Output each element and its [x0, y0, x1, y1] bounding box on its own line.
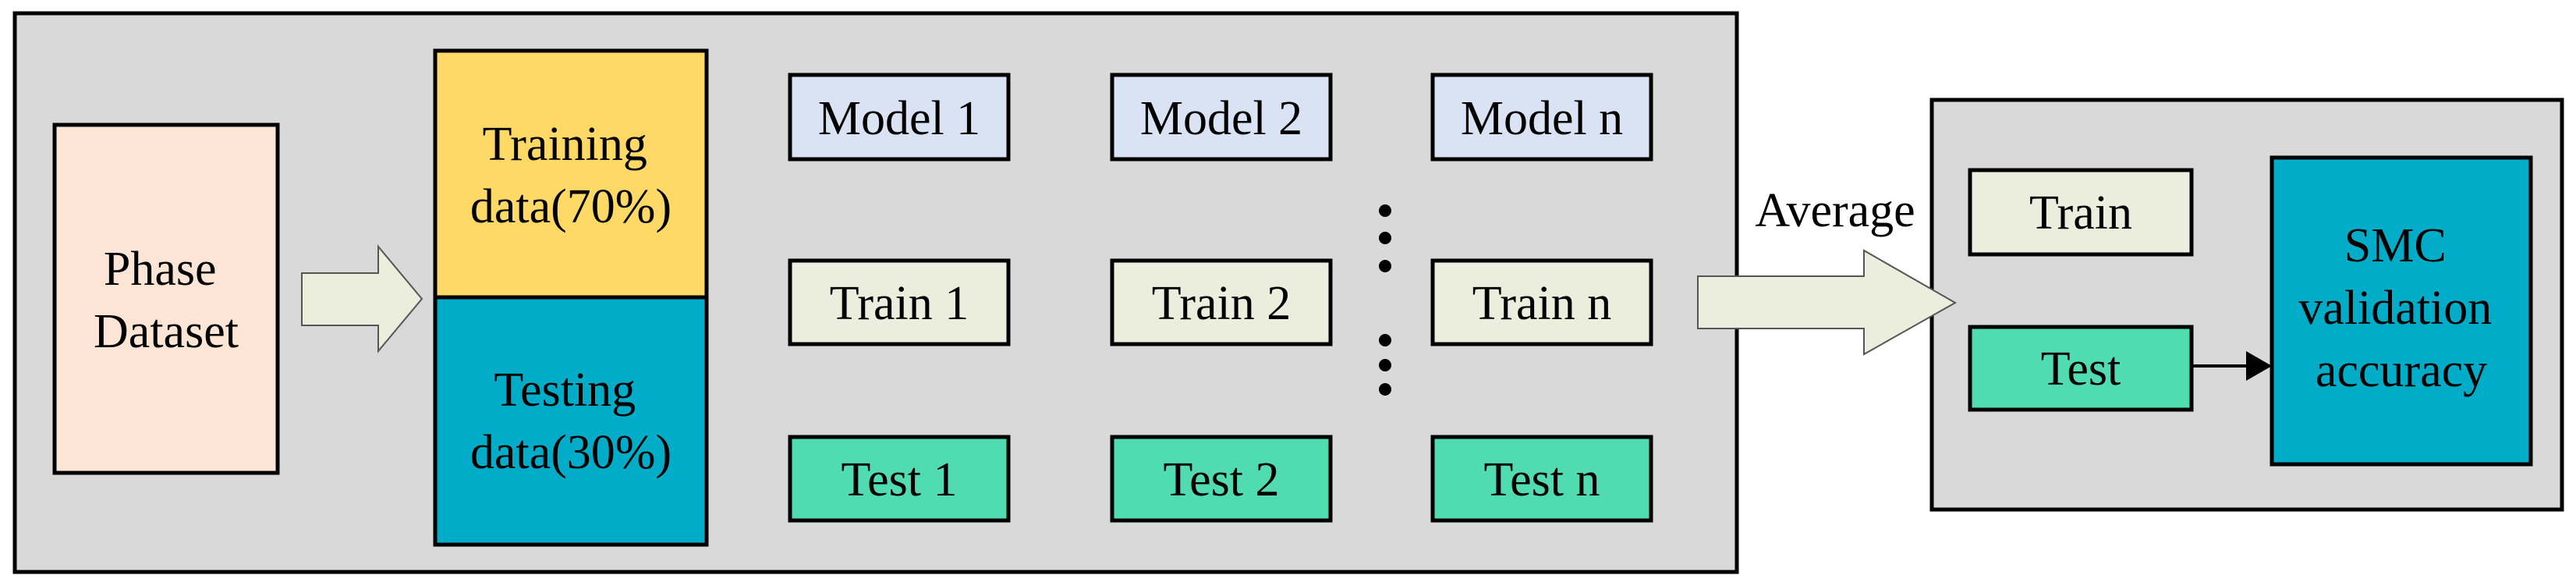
phase-dataset-line1: Phase — [104, 243, 217, 296]
train-1-box — [788, 258, 1011, 346]
testing-data-box — [433, 295, 709, 547]
test-1-label: Test 1 — [842, 453, 958, 506]
model-1-box — [788, 73, 1011, 162]
testing-line1: Testing — [494, 364, 636, 417]
model-1-label: Model 1 — [818, 92, 980, 145]
model-n-label: Model n — [1461, 92, 1623, 145]
model-column-2: Model 2 Train 2 Test 2 — [1110, 73, 1333, 523]
phase-dataset-line2: Dataset — [94, 305, 239, 358]
split-arrow-icon — [301, 244, 423, 353]
test-1-box — [788, 435, 1011, 523]
training-line1: Training — [483, 118, 647, 171]
test-2-label: Test 2 — [1164, 453, 1280, 506]
phase-dataset-label: Phase Dataset — [94, 243, 239, 358]
final-test-box — [1968, 325, 2194, 412]
train-n-box — [1430, 258, 1653, 346]
model-2-box — [1110, 73, 1333, 162]
smc-line1: SMC — [2344, 219, 2447, 272]
train-2-box — [1110, 258, 1333, 346]
final-test-label: Test — [2041, 343, 2121, 396]
train-n-label: Train n — [1472, 277, 1612, 330]
model-column-n: Model n Train n Test n — [1430, 73, 1653, 523]
phase-dataset-box — [52, 123, 280, 475]
test-n-label: Test n — [1484, 453, 1600, 506]
training-data-label: Training data(70%) — [470, 118, 671, 233]
smc-line3: accuracy — [2316, 344, 2487, 397]
ellipsis-dots — [1379, 204, 1391, 396]
testing-data-label: Testing data(30%) — [470, 364, 671, 479]
smc-line2: validation — [2298, 282, 2492, 335]
model-n-box — [1430, 73, 1653, 162]
testing-line2: data(30%) — [470, 426, 671, 479]
average-arrow-icon — [1697, 249, 1958, 356]
smc-accuracy-box — [2270, 155, 2533, 467]
smc-accuracy-label: SMC validation accuracy — [2298, 219, 2503, 397]
train-1-label: Train 1 — [830, 277, 969, 330]
model-column-1: Model 1 Train 1 Test 1 — [788, 73, 1011, 523]
final-train-label: Train — [2029, 186, 2132, 240]
final-train-box — [1968, 168, 2194, 257]
train-2-label: Train 2 — [1152, 277, 1292, 330]
test-n-box — [1430, 435, 1653, 523]
arrowhead-icon — [2246, 351, 2272, 381]
training-data-box — [433, 48, 709, 300]
training-line2: data(70%) — [470, 180, 671, 233]
model-2-label: Model 2 — [1140, 92, 1302, 145]
average-label: Average — [1755, 184, 1915, 237]
test-2-box — [1110, 435, 1333, 523]
